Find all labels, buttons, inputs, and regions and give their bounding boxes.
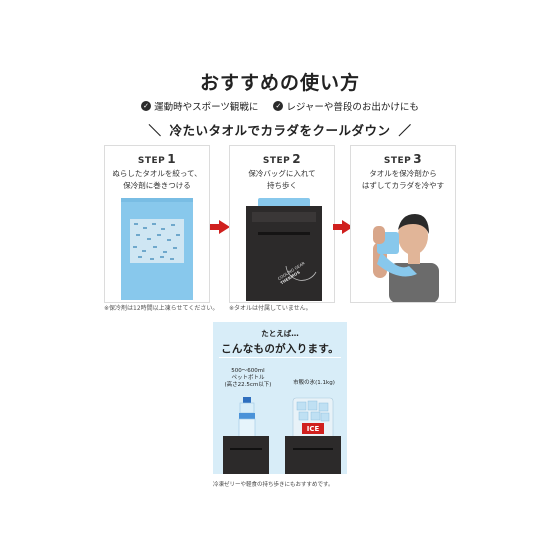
step-note: ※タオルは付属していません。 — [229, 305, 312, 312]
use-case-label: レジャーや普段のお出かけにも — [286, 102, 419, 113]
example-panel: たとえば… こんなものが入ります。 500～600ml ペットボトル (高さ22… — [213, 322, 347, 474]
step-number: 1 — [167, 152, 177, 166]
use-cases: ✓ 運動時やスポーツ観戦に ✓ レジャーや普段のお出かけにも — [0, 99, 560, 113]
footnote: 冷凍ゼリーや軽食の持ち歩きにもおすすめです。 — [213, 482, 334, 488]
ice-text: ICE — [306, 425, 320, 433]
banner-right-slash: ／ — [398, 123, 412, 138]
bottle-label: 500～600ml ペットボトル (高さ22.5cm以下) — [224, 368, 272, 388]
arrow-right-icon — [333, 220, 353, 234]
use-case-label: 運動時やスポーツ観戦に — [154, 102, 259, 113]
example-illustration — [223, 397, 341, 474]
page-title: おすすめの使い方 — [199, 72, 360, 94]
divider — [219, 357, 341, 358]
cold-pack-illustration — [121, 198, 193, 300]
headline-banner: ＼ 冷たいタオルでカラダをクールダウン ／ — [0, 120, 560, 139]
banner-text: 冷たいタオルでカラダをクールダウン — [169, 123, 391, 138]
check-icon: ✓ — [273, 101, 284, 111]
step-number: 3 — [413, 152, 423, 166]
banner-left-slash: ＼ — [148, 123, 162, 138]
step-description: 保冷バッグに入れて持ち歩く — [248, 169, 316, 190]
step-description: ぬらしたタオルを絞って、保冷剤に巻きつける — [112, 169, 202, 190]
example-big-heading: こんなものが入ります。 — [221, 343, 339, 355]
example-small-heading: たとえば… — [261, 329, 299, 338]
step-number: 2 — [292, 152, 302, 166]
ice-label: 市販の氷(1.1kg) — [293, 380, 335, 386]
step-note: ※保冷剤は12時間以上凍らせてください。 — [104, 305, 219, 312]
use-case-item: ✓ レジャーや普段のお出かけにも — [273, 99, 419, 113]
person-cooling-illustration — [373, 214, 439, 302]
check-icon: ✓ — [141, 101, 152, 111]
step-description: タオルを保冷剤からはずしてカラダを冷やす — [361, 169, 445, 190]
arrow-right-icon — [210, 220, 230, 234]
cooler-bag-illustration — [246, 198, 322, 301]
use-case-item: ✓ 運動時やスポーツ観戦に — [141, 99, 258, 113]
